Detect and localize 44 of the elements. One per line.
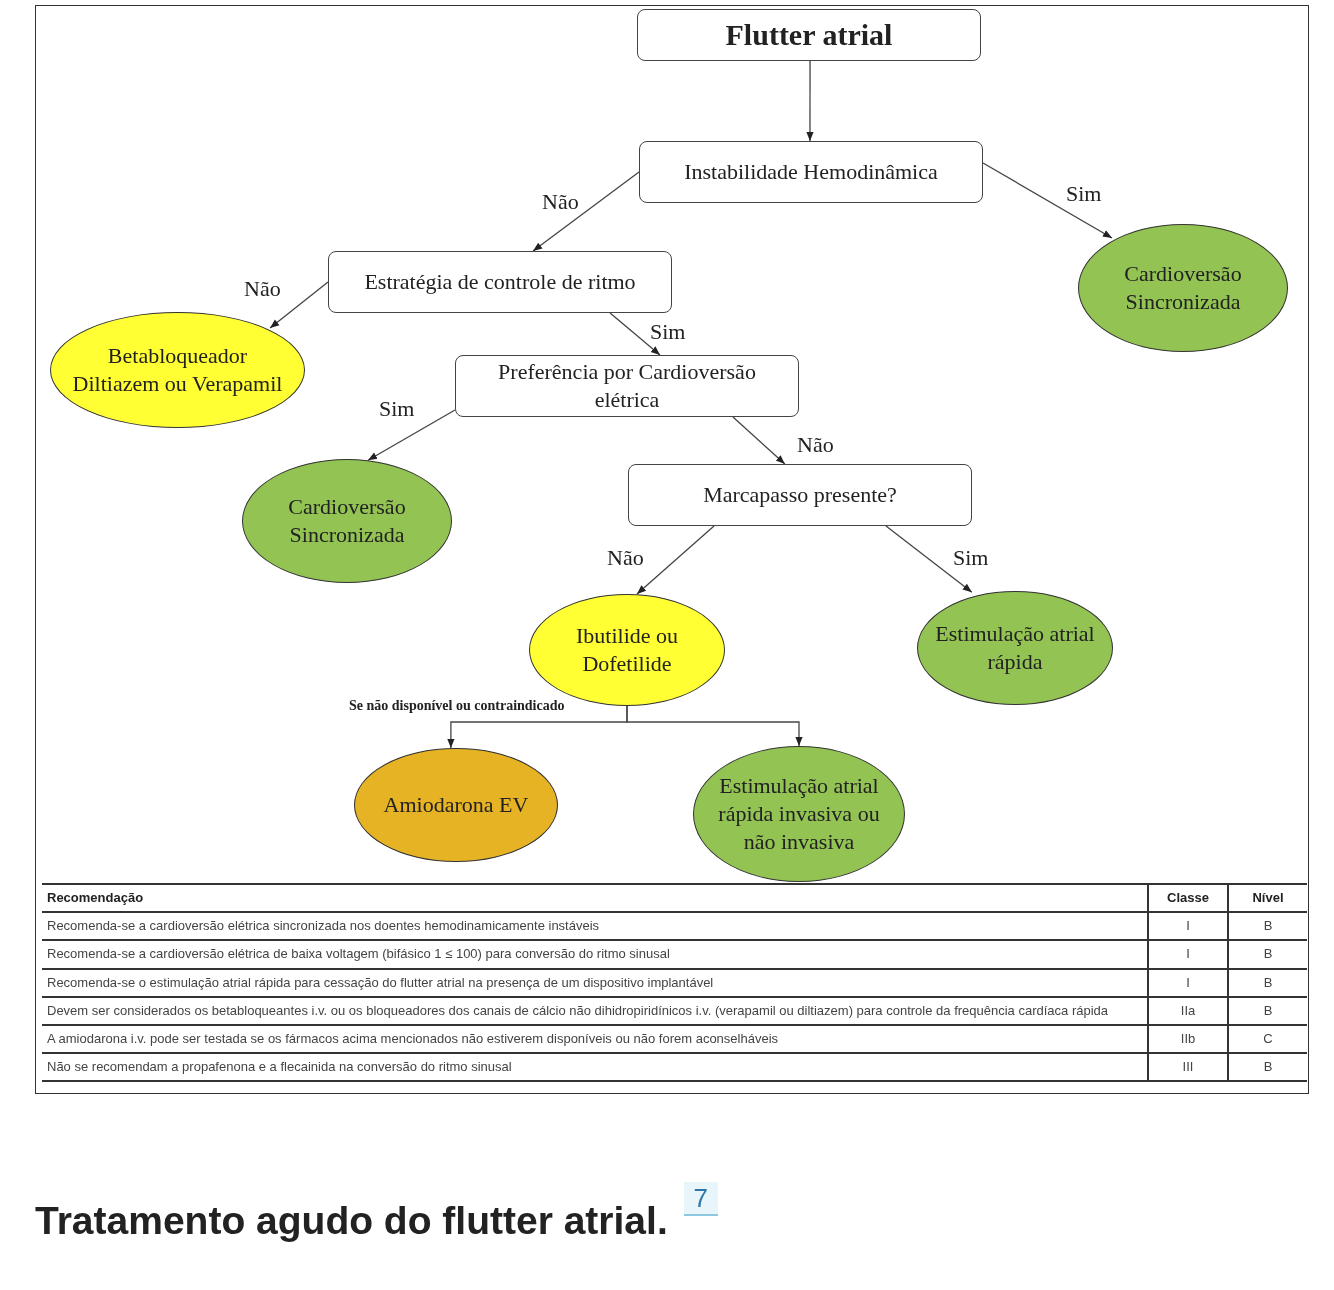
table-cell: IIa [1148, 996, 1228, 1025]
reference-link: 7 [683, 1182, 718, 1216]
arrow [732, 416, 786, 465]
title-box: Flutter atrial [637, 9, 981, 61]
table-cell: A amiodarona i.v. pode ser testada se os fármacos acima mencionados não estiverem disponíveis ou não forem aconselháveis [42, 1024, 1148, 1054]
table-cell: Devem ser considerados os betabloqueantes i.v. ou os bloqueadores dos canais de cálcio não dihidropiridínicos i.v. (verapamil ou diltiazem) para controle da frequência cardíaca rápida [42, 996, 1148, 1025]
decision-box: Preferência por Cardioversão elétrica [455, 355, 799, 417]
treatment-ellipse: Amiodarona EV [354, 748, 558, 862]
table-cell: B [1228, 968, 1307, 997]
arrow [806, 60, 814, 142]
table-cell: I [1148, 968, 1228, 997]
arrow [609, 312, 661, 356]
table-cell: I [1148, 912, 1228, 941]
decision-box: Marcapasso presente? [628, 464, 972, 526]
table-cell: Recomenda-se a cardioversão elétrica sincronizada nos doentes hemodinamicamente instáveis [42, 912, 1148, 941]
arrow [885, 525, 973, 593]
caption: Tratamento agudo do flutter atrial. [35, 1199, 668, 1243]
table-cell: Recomenda-se a cardioversão elétrica de baixa voltagem (bifásico 1 ≤ 100) para conversão do ritmo sinusal [42, 940, 1148, 969]
table-cell: B [1228, 1053, 1307, 1082]
table-cell: B [1228, 912, 1307, 941]
table-cell: B [1228, 996, 1307, 1025]
decision-box: Estratégia de controle de ritmo [328, 251, 672, 313]
arrow [636, 525, 715, 595]
column-header: Classe [1148, 884, 1228, 913]
table-cell: C [1228, 1024, 1307, 1054]
treatment-ellipse: Cardioversão Sincronizada [242, 459, 452, 583]
decision-box: Instabilidade Hemodinâmica [639, 141, 983, 203]
treatment-ellipse: Estimulação atrial rápida [917, 591, 1113, 705]
table-cell: Recomenda-se o estimulação atrial rápida para cessação do flutter atrial na presença de um dispositivo implantável [42, 968, 1148, 997]
column-header: Recomendação [42, 884, 1148, 913]
treatment-ellipse: Estimulação atrial rápida invasiva ou não invasiva [693, 746, 905, 882]
table-cell: Não se recomendam a propafenona e a flecainida na conversão do ritmo sinusal [42, 1053, 1148, 1082]
column-header: Nível [1228, 884, 1307, 913]
arrow [269, 281, 329, 329]
treatment-ellipse: Cardioversão Sincronizada [1078, 224, 1288, 352]
arrow [532, 171, 640, 252]
table-cell: III [1148, 1053, 1228, 1082]
arrow [367, 409, 456, 461]
table-cell: B [1228, 940, 1307, 969]
arrow [626, 705, 803, 747]
table-cell: IIb [1148, 1024, 1228, 1054]
table-cell: I [1148, 940, 1228, 969]
arrow [982, 162, 1113, 239]
treatment-ellipse: Betabloqueador Diltiazem ou Verapamil [50, 312, 305, 428]
